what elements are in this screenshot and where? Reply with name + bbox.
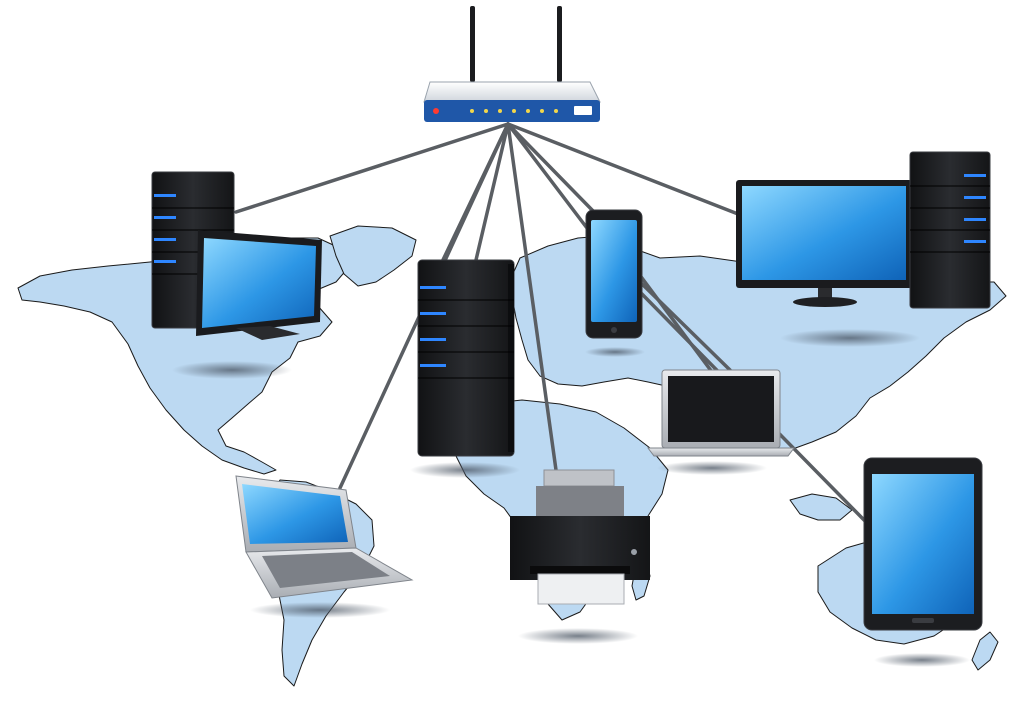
shadow-smartphone — [585, 347, 645, 357]
network-cable-icon — [638, 280, 732, 372]
shadow-center-server — [410, 462, 520, 478]
network-cable-icon — [506, 122, 598, 216]
network-cable-icon — [234, 122, 510, 214]
router-antenna-right — [557, 6, 562, 82]
shadow-left-workstation — [172, 361, 292, 379]
laptop-icon — [647, 369, 795, 457]
network-cable-icon — [506, 122, 740, 216]
right-workstation — [736, 151, 991, 309]
island-indonesia — [789, 493, 853, 521]
left-workstation — [151, 171, 322, 340]
smartphone-icon — [585, 209, 643, 339]
router-power-led — [433, 108, 439, 114]
printer-icon — [510, 469, 650, 605]
shadow-laptop-right — [657, 461, 767, 475]
shadow-printer — [518, 628, 638, 644]
router-status-leds — [470, 109, 558, 113]
tower-server-icon — [909, 151, 991, 309]
island-new-zealand — [971, 631, 999, 671]
network-cable-icon — [506, 122, 558, 472]
tablet-icon — [863, 457, 983, 631]
monitor-icon — [196, 230, 322, 340]
continent-greenland — [329, 225, 417, 287]
router-antenna-left — [470, 6, 475, 82]
router-usb-port — [574, 106, 592, 115]
device-shadows — [172, 329, 970, 667]
laptop-icon — [235, 475, 414, 599]
router-icon — [423, 6, 601, 122]
shadow-tablet — [874, 653, 970, 667]
network-cable-icon — [506, 122, 592, 234]
tower-server-icon — [417, 259, 515, 457]
shadow-right-workstation — [780, 329, 920, 347]
router-top — [423, 81, 601, 103]
shadow-laptop-left — [250, 602, 390, 618]
network-cable-icon — [474, 122, 510, 262]
monitor-icon — [736, 180, 912, 307]
